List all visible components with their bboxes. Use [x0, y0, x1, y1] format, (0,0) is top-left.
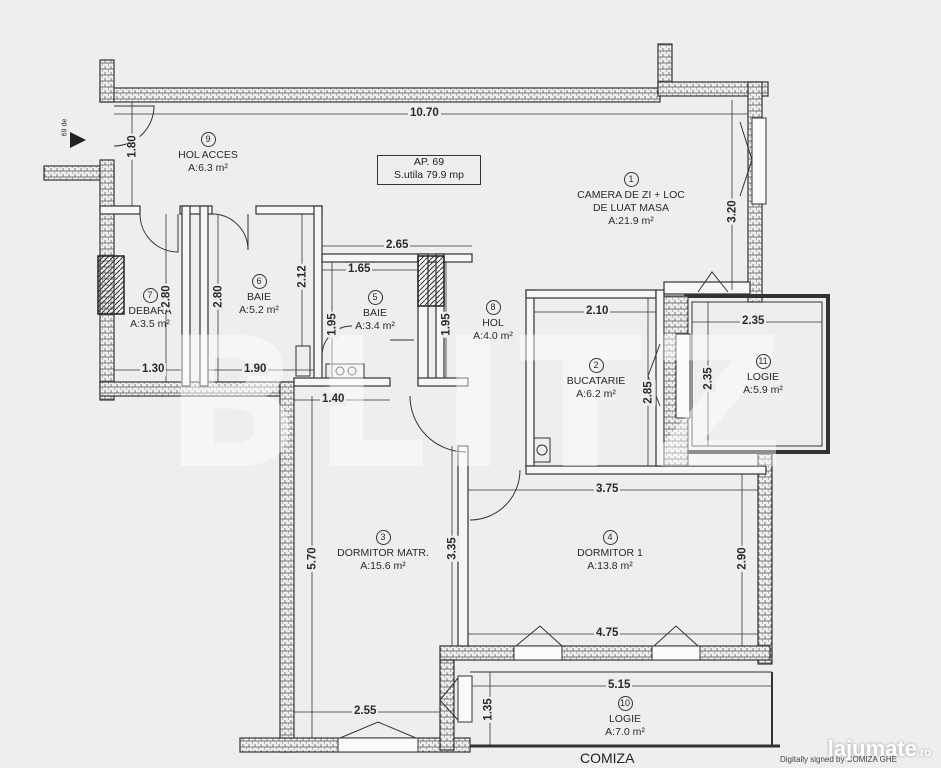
brand-name: lajumate	[827, 736, 917, 761]
room-name: BAIE	[363, 307, 387, 319]
room-name: HOL	[482, 317, 504, 329]
room-area: A:6.3 m²	[188, 162, 228, 174]
dim-logie11-width: 2.35	[740, 315, 767, 328]
room-area: A:6.2 m²	[576, 388, 616, 400]
dim-bucatarie-width: 2.10	[584, 305, 611, 318]
room-number: 11	[755, 354, 771, 369]
room-name: CAMERA DE ZI + LOC DE LUAT MASA	[577, 189, 685, 214]
room-number: 8	[485, 300, 501, 315]
room-name: LOGIE	[608, 713, 642, 725]
dim-logie10-height: 1.35	[482, 696, 496, 723]
room-area: A:15.6 m²	[360, 560, 406, 572]
room-label-camera-de-zi: 1 CAMERA DE ZI + LOC DE LUAT MASA A:21.9…	[556, 172, 706, 228]
room-label-dormitor-matr: 3 DORMITOR MATR. A:15.6 m²	[318, 530, 448, 573]
loggia-10-frame	[470, 671, 780, 748]
room-name: HOL ACCES	[178, 149, 238, 161]
room-number: 9	[200, 132, 216, 147]
room-label-logie-11: 11 LOGIE A:5.9 m²	[728, 354, 798, 397]
room-label-baie-6: 6 BAIE A:5.2 m²	[224, 274, 294, 317]
room-name: BUCATARIE	[566, 375, 626, 387]
room-area: A:3.4 m²	[355, 320, 395, 332]
dim-dormitor1-height: 2.90	[736, 545, 750, 572]
interior-walls	[99, 205, 767, 647]
dim-baie6-height: 2.12	[296, 263, 310, 290]
room-name: DORMITOR 1	[577, 547, 643, 559]
room-number: 1	[623, 172, 639, 187]
room-name: DORMITOR MATR.	[337, 547, 429, 559]
dim-camera-height: 3.20	[726, 198, 740, 225]
apartment-title: AP. 69	[413, 156, 445, 168]
dim-baie5-height: 1.95	[326, 311, 340, 338]
dim-logie10-width: 5.15	[606, 679, 633, 692]
dim-dormitor-matr-height-2: 3.35	[446, 535, 460, 562]
dim-hol-acces-height: 1.80	[126, 133, 140, 160]
room-area: A:5.2 m²	[239, 304, 279, 316]
room-number: 10	[617, 696, 633, 711]
room-number: 7	[142, 288, 158, 303]
room-number: 6	[251, 274, 267, 289]
room-number: 5	[367, 290, 383, 305]
dim-top-width: 10.70	[408, 107, 441, 120]
room-area: A:5.9 m²	[743, 384, 783, 396]
room-label-bucatarie: 2 BUCATARIE A:6.2 m²	[556, 358, 636, 401]
room-area: A:3.5 m²	[130, 318, 170, 330]
entry-arrow-icon	[70, 132, 86, 148]
room-label-dormitor-1: 4 DORMITOR 1 A:13.8 m²	[560, 530, 660, 573]
room-label-debara: 7 DEBARA A:3.5 m²	[114, 288, 186, 331]
room-number: 2	[588, 358, 604, 373]
entry-marker: 69 de	[61, 118, 69, 137]
dim-dormitor-matr-height: 5.70	[306, 545, 320, 572]
dim-hol-height: 1.95	[440, 311, 454, 338]
windows	[337, 117, 767, 753]
dim-door-width: 1.40	[320, 393, 347, 406]
brand-tld: .ro	[916, 747, 931, 759]
dim-baie6-width: 1.90	[242, 363, 269, 376]
room-label-hol-acces: 9 HOL ACCES A:6.3 m²	[168, 132, 248, 175]
brand-logo: lajumate.ro	[828, 736, 931, 762]
dim-dormitor-matr-width: 2.55	[352, 705, 379, 718]
dim-logie11-height: 2.35	[702, 365, 716, 392]
room-label-hol: 8 HOL A:4.0 m²	[458, 300, 528, 343]
room-number: 4	[602, 530, 618, 545]
dim-dormitor1-width: 3.75	[594, 483, 621, 496]
room-label-baie-5: 5 BAIE A:3.4 m²	[340, 290, 410, 333]
column-baie5	[417, 255, 445, 307]
column-debara	[97, 255, 125, 315]
room-name: BAIE	[247, 291, 271, 303]
dim-debara-height: 2.80	[160, 283, 174, 310]
room-area: A:4.0 m²	[473, 330, 513, 342]
dim-bucatarie-height: 2.85	[642, 379, 656, 406]
dim-dormitor1-window: 4.75	[594, 627, 621, 640]
room-label-logie-10: 10 LOGIE A:7.0 m²	[590, 696, 660, 739]
room-number: 3	[375, 530, 391, 545]
room-name: LOGIE	[746, 371, 780, 383]
room-area: A:21.9 m²	[608, 215, 654, 227]
footer-label: COMIZA	[580, 750, 635, 766]
room-area: A:13.8 m²	[587, 560, 633, 572]
fixtures	[295, 345, 551, 463]
dim-baie6-wall-height: 2.80	[212, 283, 226, 310]
room-area: A:7.0 m²	[605, 726, 645, 738]
apartment-area: S.utila 79.9 mp	[393, 169, 465, 181]
dim-baie5-inner: 1.65	[346, 263, 373, 276]
dim-debara-width: 1.30	[140, 363, 167, 376]
digital-signature-note: Digitally signed by COMIZA GHE	[780, 755, 897, 764]
apartment-info-box: AP. 69 S.utila 79.9 mp	[377, 155, 481, 185]
dim-baie5-top: 2.65	[384, 239, 411, 252]
